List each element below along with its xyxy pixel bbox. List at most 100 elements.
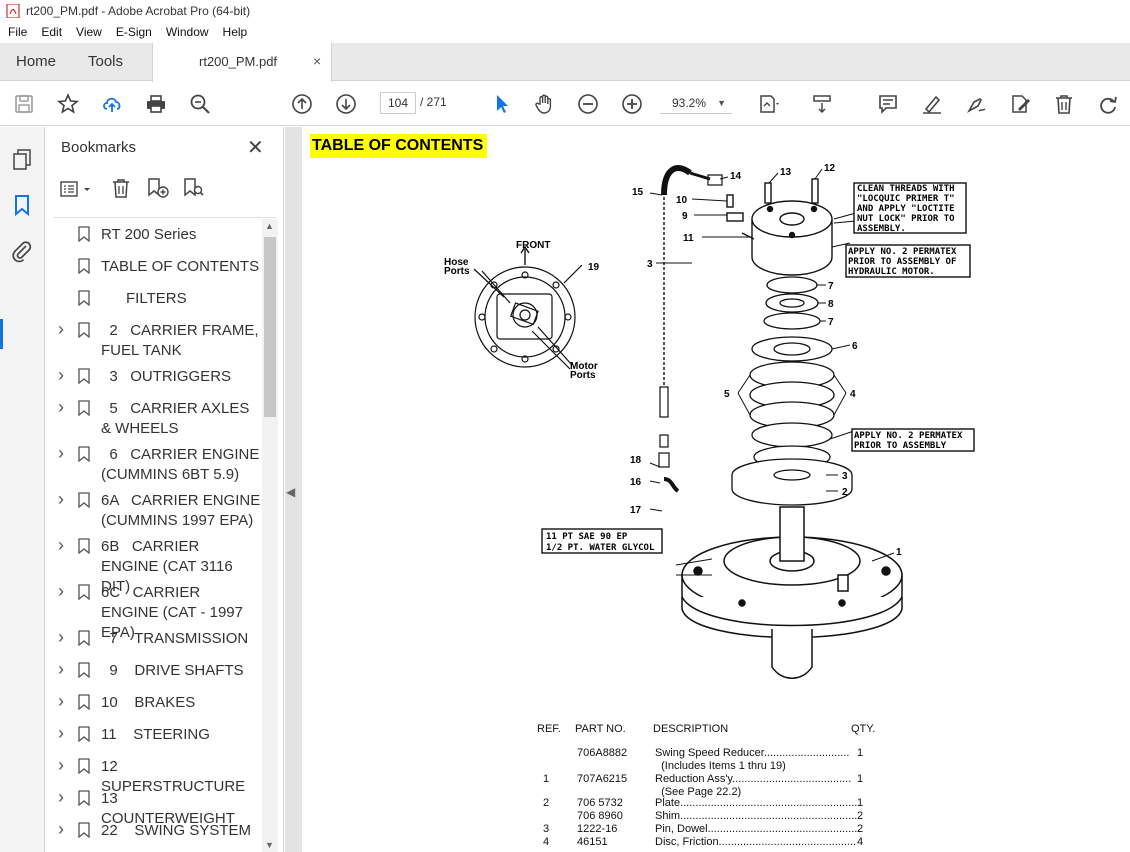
collapse-panel-icon[interactable]: ◀ (286, 485, 296, 499)
bookmark-label: RT 200 Series (101, 226, 197, 243)
attachment-icon[interactable] (10, 239, 34, 263)
sign-pen-icon[interactable] (964, 92, 988, 116)
leader-lines (649, 168, 895, 576)
close-panel-icon[interactable]: ✕ (247, 137, 264, 159)
highlight-pen-icon[interactable] (920, 92, 944, 116)
part-no-cell: 706A8882 (577, 747, 628, 759)
page-heading[interactable]: TABLE OF CONTENTS (310, 134, 488, 158)
bookmark-flag-icon (78, 226, 90, 242)
part-no-cell: 1222-16 (577, 823, 618, 835)
save-icon[interactable] (12, 92, 36, 116)
bookmark-scrollbar[interactable]: ▲ ▼ (262, 219, 278, 852)
part-number-4: 4 (850, 389, 856, 400)
motor-ports-label: Ports (570, 370, 596, 381)
tab-document[interactable]: rt200_PM.pdf × (152, 43, 332, 82)
hand-tool-icon[interactable] (532, 92, 556, 116)
bookmark-label: 6B CARRIER ENGINE (CAT 3116 DIT) (101, 538, 237, 595)
page-thumbnails-icon[interactable] (10, 147, 34, 171)
options-menu-icon[interactable] (60, 179, 96, 199)
expand-chevron-icon[interactable]: › (58, 691, 64, 711)
menu-bar: File Edit View E-Sign Window Help (0, 22, 1130, 42)
zoom-level-select[interactable]: 93.2% ▼ (660, 92, 732, 114)
bookmark-label: 11 STEERING (101, 726, 210, 743)
tab-tools[interactable]: Tools (88, 53, 124, 70)
callout-1-line-5: ASSEMBLY. (857, 224, 906, 234)
left-rail (0, 127, 45, 852)
expand-chevron-icon[interactable]: › (58, 787, 64, 807)
scroll-up-icon[interactable]: ▲ (265, 221, 274, 231)
menu-esign[interactable]: E-Sign (115, 25, 152, 39)
scroll-mode-icon[interactable] (810, 92, 834, 116)
expand-chevron-icon[interactable]: › (58, 319, 64, 339)
page-number-input[interactable]: 104 (380, 92, 416, 114)
callout-1-line-3: AND APPLY "LOCTITE (857, 204, 955, 214)
bookmark-flag-icon (78, 694, 90, 710)
toolbar: 104 / 271 93.2% ▼ (0, 82, 1130, 126)
search-zoom-icon[interactable] (188, 92, 212, 116)
select-cursor-icon[interactable] (490, 92, 514, 116)
star-icon[interactable] (56, 92, 80, 116)
expand-chevron-icon[interactable]: › (58, 723, 64, 743)
bookmark-flag-icon (78, 630, 90, 646)
delete-bookmark-icon[interactable] (110, 177, 132, 199)
expand-chevron-icon[interactable]: › (58, 659, 64, 679)
find-bookmark-icon[interactable] (182, 177, 206, 199)
menu-view[interactable]: View (76, 25, 102, 39)
upload-cloud-icon[interactable] (100, 92, 124, 116)
expand-chevron-icon[interactable]: › (58, 627, 64, 647)
zoom-in-icon[interactable] (620, 92, 644, 116)
expand-chevron-icon[interactable]: › (58, 443, 64, 463)
tab-home[interactable]: Home (16, 53, 57, 70)
bookmark-panel-icon[interactable] (10, 193, 34, 217)
bookmark-label: 7 TRANSMISSION (101, 630, 249, 647)
part-number-14: 14 (730, 171, 742, 182)
part-number-3b: 3 (842, 471, 848, 482)
page-fit-icon[interactable] (756, 92, 780, 116)
qty-cell: 1 (857, 797, 864, 809)
table-row: (Includes Items 1 thru 19) (537, 760, 897, 773)
menu-file[interactable]: File (8, 25, 28, 39)
next-page-icon[interactable] (334, 92, 358, 116)
tab-row: Home Tools rt200_PM.pdf × (0, 43, 1130, 82)
expand-chevron-icon[interactable]: › (58, 755, 64, 775)
part-number-13: 13 (780, 167, 792, 178)
hose-label: Hose (444, 257, 469, 268)
redo-rotate-icon[interactable] (1096, 92, 1120, 116)
expand-chevron-icon[interactable]: › (58, 365, 64, 385)
expand-chevron-icon[interactable]: › (58, 535, 64, 555)
new-bookmark-icon[interactable] (146, 177, 170, 199)
expand-chevron-icon[interactable]: › (58, 819, 64, 839)
part-number-19: 19 (588, 262, 600, 273)
delete-icon[interactable] (1052, 92, 1076, 116)
document-viewport[interactable]: TABLE OF CONTENTS FRONT Ho (285, 127, 1130, 852)
bookmark-label: 10 BRAKES (101, 694, 196, 711)
part-number-1: 1 (896, 547, 902, 558)
zoom-out-icon[interactable] (576, 92, 600, 116)
comment-icon[interactable] (876, 92, 900, 116)
expand-chevron-icon[interactable]: › (58, 397, 64, 417)
expand-chevron-icon[interactable]: › (58, 581, 64, 601)
scroll-thumb[interactable] (264, 237, 276, 417)
header-part-no: PART NO. (575, 723, 626, 735)
menu-edit[interactable]: Edit (41, 25, 63, 39)
menu-window[interactable]: Window (165, 25, 209, 39)
bookmark-flag-icon (78, 290, 90, 306)
motor-label: Motor (570, 361, 598, 372)
print-icon[interactable] (144, 92, 168, 116)
qty-cell: 1 (857, 773, 864, 785)
callout-4-line-1: 11 PT SAE 90 EP (546, 532, 628, 542)
title-bar: rt200_PM.pdf - Adobe Acrobat Pro (64-bit… (0, 0, 1130, 22)
bookmark-flag-icon (78, 492, 90, 508)
edit-pdf-icon[interactable] (1008, 92, 1032, 116)
expand-chevron-icon[interactable]: › (58, 489, 64, 509)
part-no-cell: 706 5732 (577, 797, 623, 809)
menu-help[interactable]: Help (222, 25, 248, 39)
close-tab-icon[interactable]: × (313, 53, 322, 69)
scroll-down-icon[interactable]: ▼ (265, 840, 274, 850)
previous-page-icon[interactable] (290, 92, 314, 116)
